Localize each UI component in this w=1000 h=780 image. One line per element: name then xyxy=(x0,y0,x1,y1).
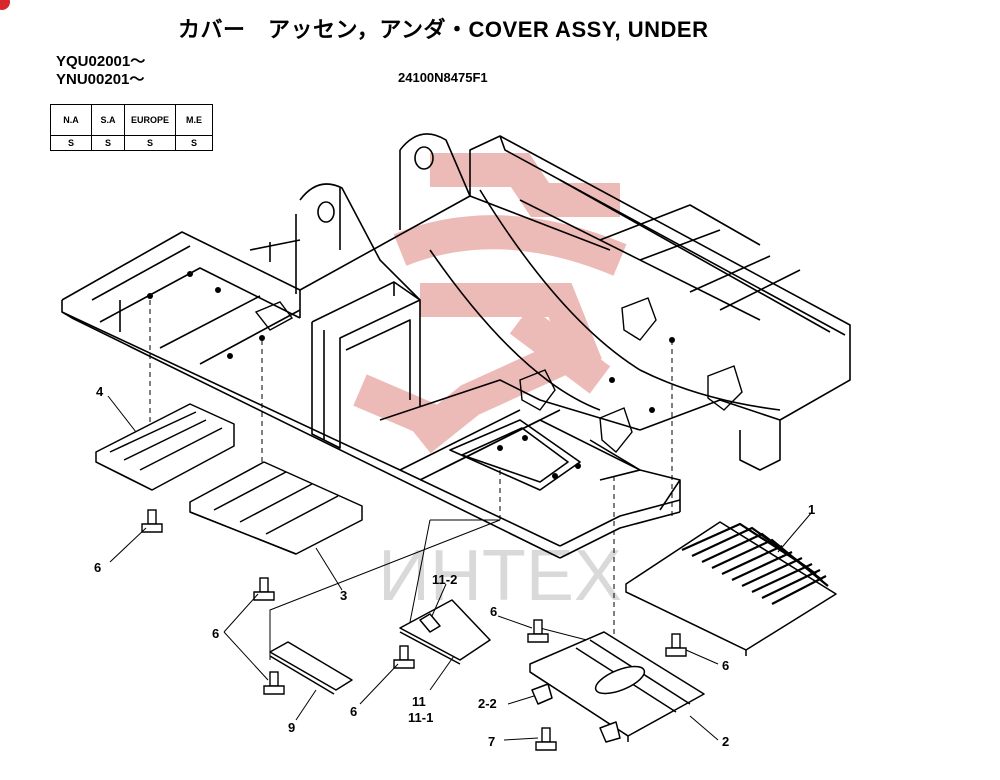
corner-badge xyxy=(0,0,10,10)
cover-part-9 xyxy=(269,641,353,695)
callout-1: 1 xyxy=(808,502,815,517)
mounting-holes xyxy=(147,271,675,479)
part-code: 24100N8475F1 xyxy=(398,70,488,85)
region-table: N.A S.A EUROPE M.E S S S S xyxy=(50,104,213,151)
boom-bracket xyxy=(249,133,781,411)
stamp-mark xyxy=(353,153,627,454)
serial-range-1: YQU02001～ xyxy=(56,53,146,70)
callout-leaders xyxy=(107,395,813,741)
callout-labels: 4 6 3 1 6 9 6 11-2 11 11-1 6 6 2-2 7 2 xyxy=(94,384,815,749)
callout-6-left: 6 xyxy=(94,560,101,575)
callout-3: 3 xyxy=(340,588,347,603)
leader-lines xyxy=(149,300,673,654)
callout-9: 9 xyxy=(288,720,295,735)
callout-6-center: 6 xyxy=(490,604,497,619)
rib-grille xyxy=(681,522,829,605)
callout-6-lower: 6 xyxy=(350,704,357,719)
deck-brackets xyxy=(254,297,743,454)
cover-part-4 xyxy=(95,403,235,491)
callout-4: 4 xyxy=(96,384,104,399)
bolt-icons xyxy=(141,509,687,751)
callout-6-right: 6 xyxy=(722,658,729,673)
cover-part-2 xyxy=(529,631,705,743)
callout-2: 2 xyxy=(722,734,729,749)
page-title: カバー アッセン，アンダ・COVER ASSY, UNDER xyxy=(178,17,709,42)
callout-11-2: 11-2 xyxy=(432,572,457,587)
region-value-europe: S xyxy=(124,135,176,151)
upright-frame xyxy=(311,281,421,449)
callout-11-1: 11-1 xyxy=(408,710,433,725)
serial-range-2: YNU00201～ xyxy=(56,71,145,88)
callout-2-2: 2-2 xyxy=(478,696,497,711)
callout-11: 11 xyxy=(412,694,426,709)
watermark-text: ИНТЕХ xyxy=(378,536,622,616)
lower-frame xyxy=(61,135,851,559)
region-header-na: N.A xyxy=(50,104,92,136)
cover-part-1 xyxy=(625,521,837,656)
cover-part-3 xyxy=(189,461,363,555)
region-value-me: S xyxy=(175,135,213,151)
callout-6-pair: 6 xyxy=(212,626,219,641)
callout-7: 7 xyxy=(488,734,495,749)
